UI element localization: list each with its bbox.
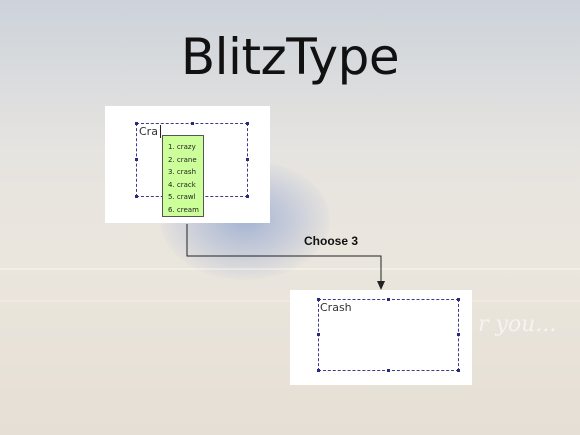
resize-handle [246,195,249,198]
suggestion-item[interactable]: 5. crawl [168,193,196,201]
resize-handle [317,333,320,336]
suggestion-item[interactable]: 4. crack [168,180,196,189]
background-watermark: r you... [478,312,557,337]
typed-text[interactable]: Cra [139,125,158,138]
suggestion-list: 1. crazy 2. crane 3. crash 4. crack 5. c… [162,135,204,217]
background-streak [0,268,580,270]
resize-handle [246,122,249,125]
typed-text[interactable]: Crash [320,301,352,314]
resize-handle [191,122,194,125]
suggestion-item[interactable]: 2. crane [168,155,197,164]
resize-handle [457,369,460,372]
suggestion-item[interactable]: 6. cream [168,205,199,214]
resize-handle [246,158,249,161]
resize-handle [135,195,138,198]
text-caret [160,125,161,138]
resize-handle [457,333,460,336]
resize-handle [135,122,138,125]
suggestion-item[interactable]: 3. crash [168,168,197,176]
resize-handle [317,369,320,372]
resize-handle [135,158,138,161]
after-panel: Crash [290,290,472,385]
resize-handle [387,369,390,372]
suggestion-item[interactable]: 1. crazy [168,143,196,151]
instruction-label: Choose 3 [304,234,359,248]
resize-handle [387,298,390,301]
resize-handle [317,298,320,301]
page-title: BlitzType [180,28,400,86]
resize-handle [457,298,460,301]
